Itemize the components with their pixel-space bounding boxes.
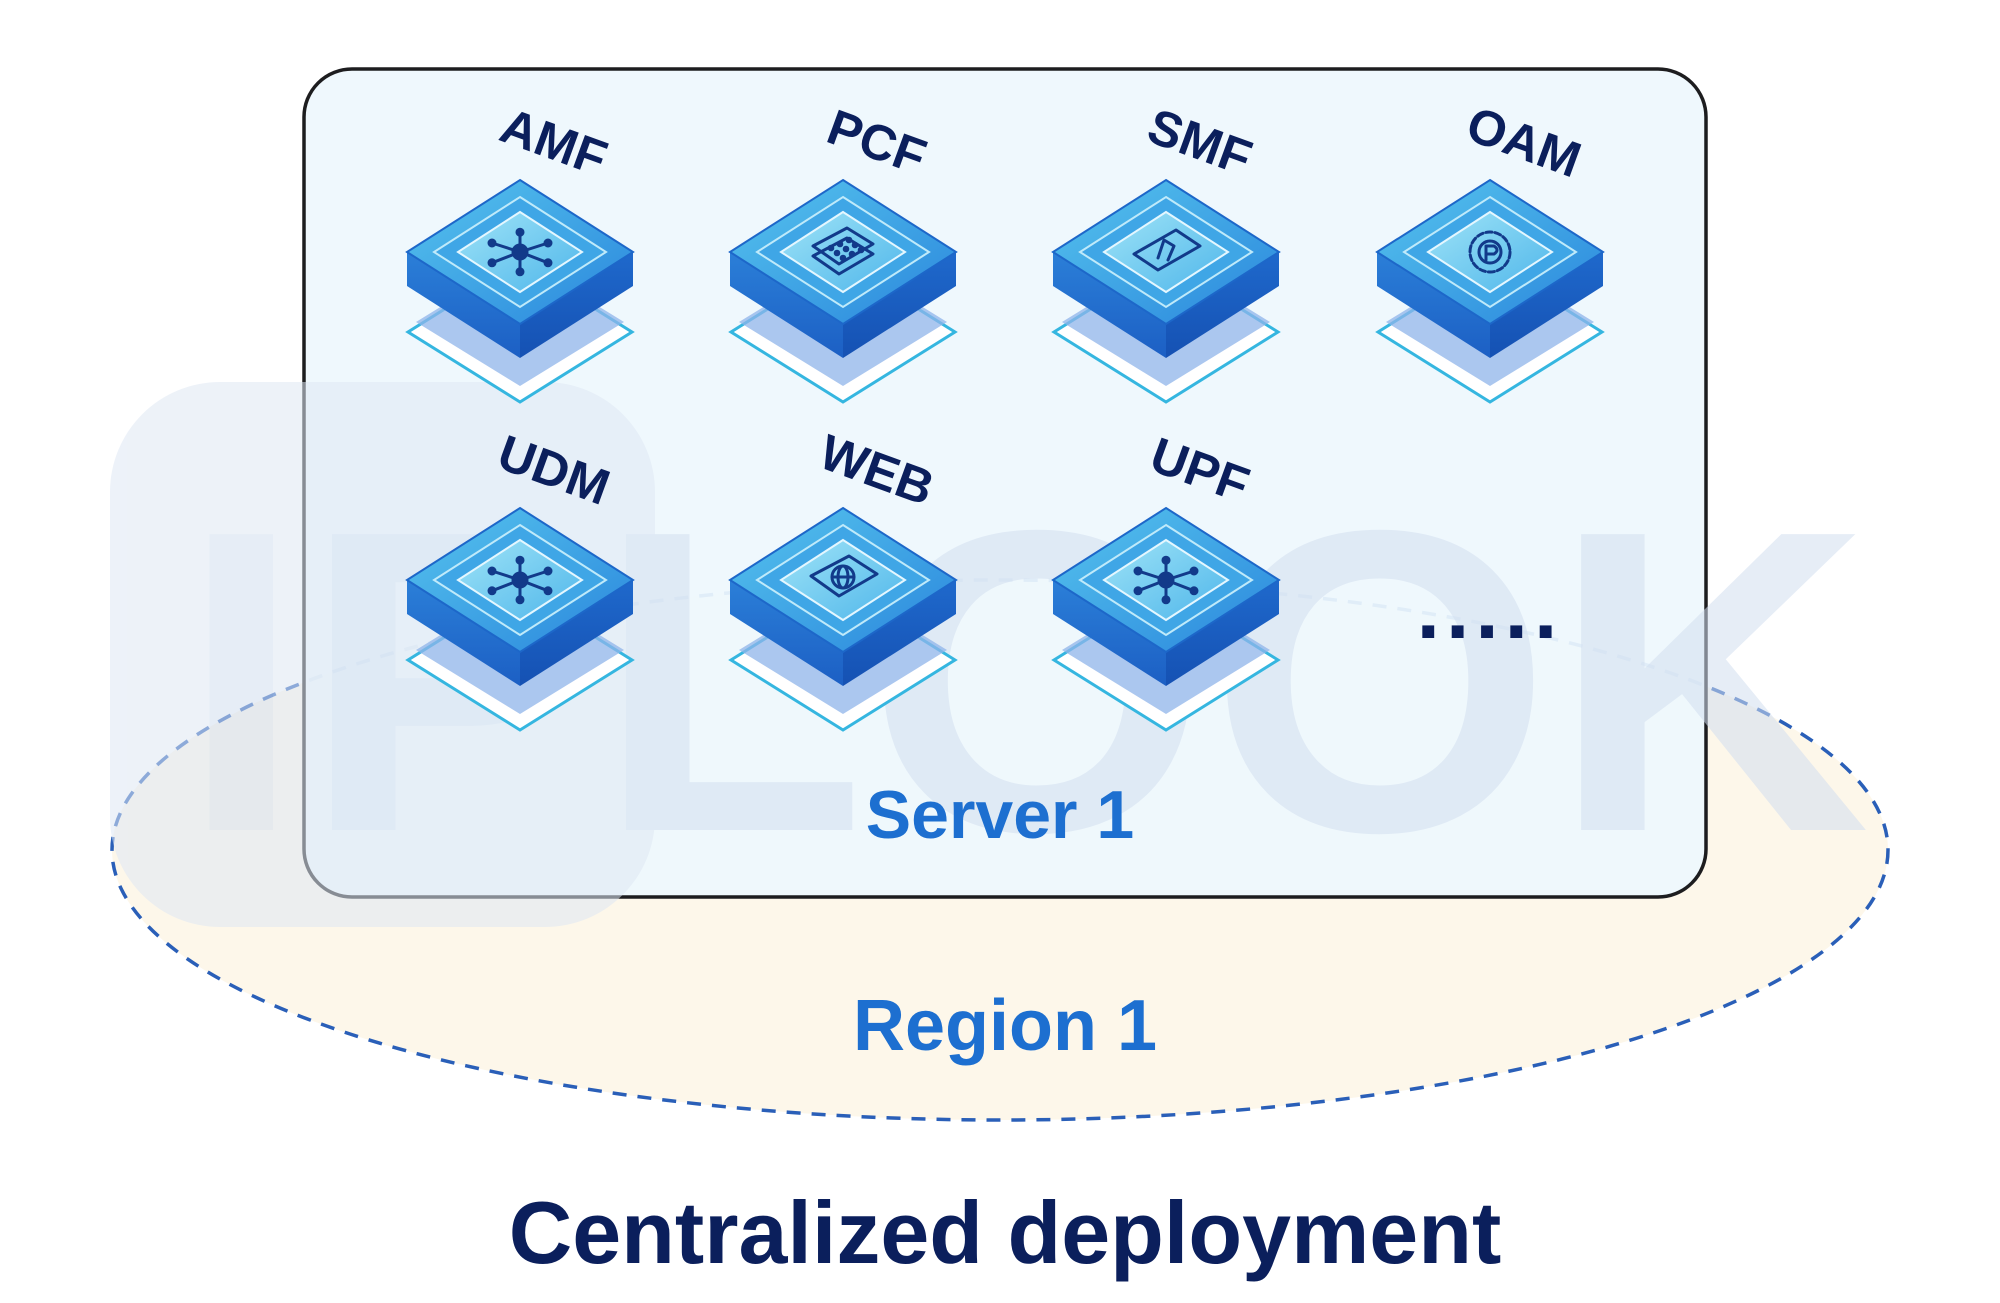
policy-keypad-icon [811, 226, 875, 276]
node-side-right [1166, 580, 1279, 686]
more-nodes-indicator: ..... [1417, 562, 1564, 656]
node-side-left [407, 580, 520, 686]
node-udm: UDM [405, 424, 635, 732]
watermark-logo: IPLOOK [110, 382, 1870, 927]
node-smf: SMF [1051, 98, 1281, 404]
node-side-left [730, 580, 843, 686]
node-top-inner [1426, 210, 1554, 294]
node-side-right [843, 580, 956, 686]
diagram-title: Centralized deployment [509, 1183, 1502, 1282]
node-side-right [520, 580, 633, 686]
server-label: Server 1 [866, 777, 1134, 853]
settings-gear-icon [1468, 230, 1512, 274]
node-top-inner [1102, 210, 1230, 294]
node-pcf: PCF [728, 99, 958, 404]
node-side-right [843, 252, 956, 358]
node-side-left [730, 252, 843, 358]
node-side-left [1377, 252, 1490, 358]
node-amf: AMF [405, 97, 635, 404]
node-side-right [1490, 252, 1603, 358]
node-side-right [1166, 252, 1279, 358]
session-document-icon [1132, 228, 1202, 272]
web-globe-icon [809, 554, 879, 598]
node-side-right [520, 252, 633, 358]
network-hub-icon [1133, 555, 1199, 605]
node-side-left [407, 252, 520, 358]
node-top-inner [779, 538, 907, 622]
region-label: Region 1 [853, 986, 1157, 1066]
node-side-left [1053, 580, 1166, 686]
node-upf: UPF [1051, 427, 1281, 732]
network-hub-icon [487, 555, 553, 605]
node-web: WEB [728, 424, 958, 732]
node-top-inner [779, 210, 907, 294]
network-hub-icon [487, 227, 553, 277]
node-side-left [1053, 252, 1166, 358]
